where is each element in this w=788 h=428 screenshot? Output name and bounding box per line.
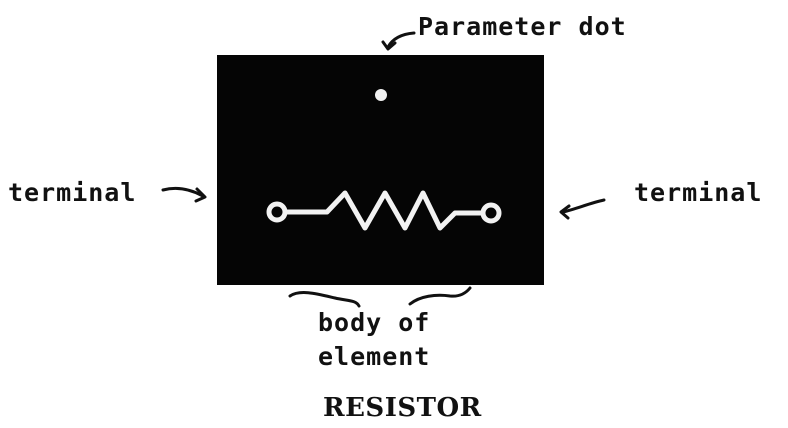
body-right-brace bbox=[408, 286, 472, 306]
terminal-left-arrowhead bbox=[194, 187, 207, 203]
annotation-arrows bbox=[161, 31, 606, 308]
terminal-right-arrowhead bbox=[559, 204, 571, 220]
parameter-dot bbox=[375, 89, 387, 101]
resistor-symbol bbox=[266, 190, 502, 231]
terminal-left-arrow bbox=[161, 186, 205, 198]
body-of-element-label: body of element bbox=[318, 306, 430, 374]
terminal-left-label: terminal bbox=[8, 178, 137, 207]
diagram-title: RESISTOR bbox=[323, 393, 482, 423]
parameter-arrowhead bbox=[381, 40, 397, 51]
terminal-right-arrow bbox=[561, 198, 606, 214]
resistor-zigzag bbox=[282, 190, 486, 231]
terminal-right-label: terminal bbox=[634, 178, 763, 207]
body-label-line-1: body of bbox=[318, 308, 431, 337]
parameter-arrow bbox=[386, 31, 416, 49]
body-label-line-2: element bbox=[318, 342, 431, 371]
body-left-brace bbox=[288, 291, 361, 308]
parameter-dot-label: Parameter dot bbox=[418, 12, 627, 41]
